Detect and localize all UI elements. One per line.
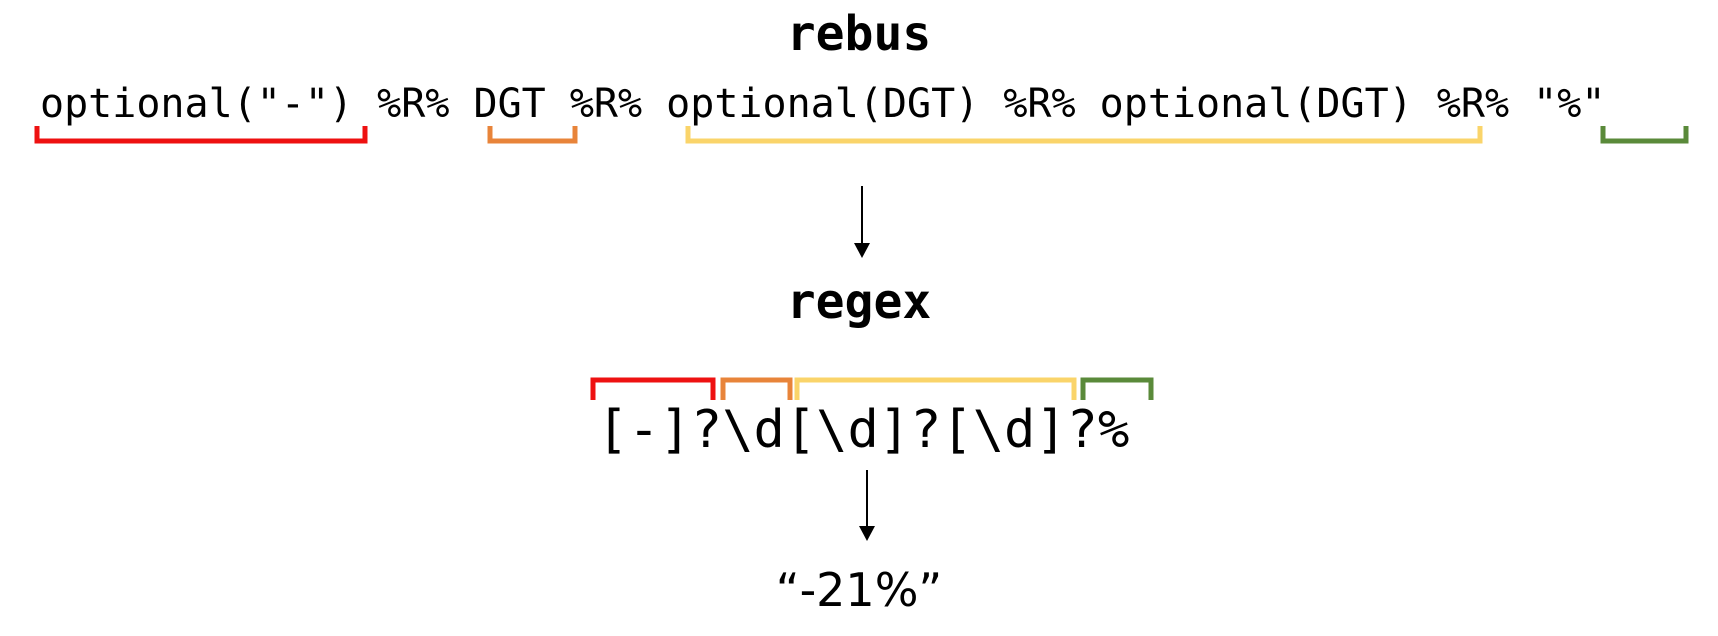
rebus-operator: %R% xyxy=(545,81,667,127)
arrowhead-down-icon xyxy=(859,526,875,541)
arrowhead-down-icon xyxy=(854,243,870,258)
rebus-operator: %R% xyxy=(353,81,474,127)
example-match: “-21%” xyxy=(775,563,943,617)
regex-part-percent: % xyxy=(1097,400,1130,460)
rebus-bracket-optional-digits xyxy=(685,126,1483,144)
rebus-expression: optional("-") %R% DGT %R% optional(DGT) … xyxy=(40,84,1605,124)
rebus-title: rebus xyxy=(786,6,932,62)
rebus-operator: %R% xyxy=(979,81,1100,127)
rebus-bracket-dgt xyxy=(487,126,578,144)
rebus-bracket-percent xyxy=(1600,126,1689,144)
regex-part-digit: \d xyxy=(722,400,785,460)
rebus-token-dgt: DGT xyxy=(473,81,546,127)
regex-bracket-percent xyxy=(1080,377,1154,400)
regex-expression: [-]?\d[\d]?[\d]?% xyxy=(597,404,1129,456)
rebus-token-percent: "%" xyxy=(1533,81,1606,127)
rebus-token-optional-dgt-1: optional(DGT) xyxy=(666,81,980,127)
rebus-token-optional-dgt-2: optional(DGT) xyxy=(1099,81,1413,127)
rebus-bracket-optional-minus xyxy=(34,126,368,144)
regex-part-optional-minus: [-]? xyxy=(597,400,723,460)
rebus-operator: %R% xyxy=(1412,81,1534,127)
regex-bracket-digit xyxy=(720,377,793,400)
regex-part-optional-digits: [\d]?[\d]? xyxy=(784,400,1098,460)
regex-title: regex xyxy=(786,274,932,330)
regex-bracket-optional-minus xyxy=(590,377,716,400)
regex-bracket-optional-digits xyxy=(794,377,1077,400)
rebus-token-optional-minus: optional("-") xyxy=(40,81,354,127)
